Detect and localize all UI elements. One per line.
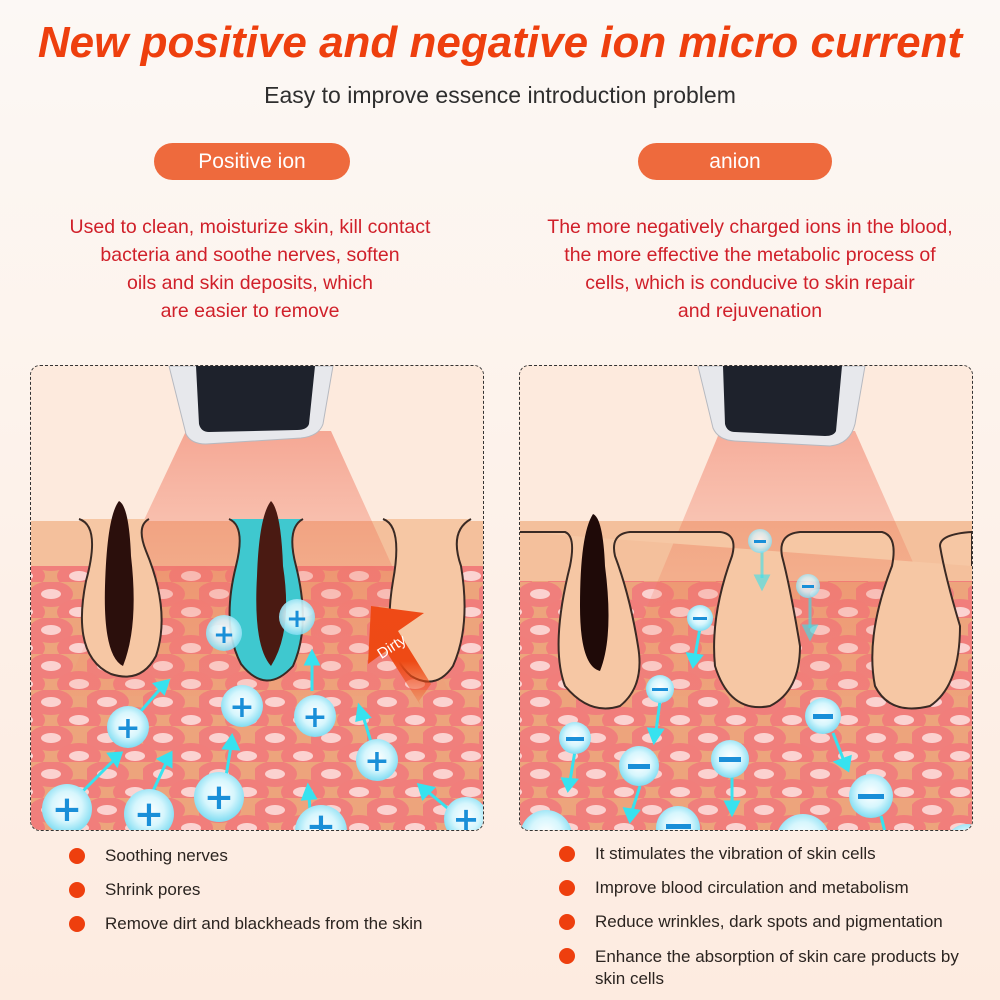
positive-ion-description: Used to clean, moisturize skin, kill con…: [20, 213, 480, 325]
page-title: New positive and negative ion micro curr…: [37, 18, 963, 67]
bullet-dot-icon: [69, 882, 85, 898]
benefit-text: Soothing nerves: [105, 846, 228, 865]
benefit-text: Improve blood circulation and metabolism: [595, 878, 909, 897]
anion-illustration: [519, 365, 973, 831]
svg-text:+: +: [115, 711, 140, 746]
svg-text:+: +: [364, 744, 389, 779]
bullet-dot-icon: [69, 916, 85, 932]
svg-text:+: +: [213, 620, 235, 650]
list-item: Soothing nerves: [69, 846, 489, 880]
svg-text:+: +: [302, 700, 327, 735]
list-item: It stimulates the vibration of skin cell…: [559, 844, 979, 878]
anion-label: anion: [638, 143, 832, 180]
device-head-icon: [168, 366, 334, 445]
benefit-text: Reduce wrinkles, dark spots and pigmenta…: [595, 912, 943, 931]
svg-text:+: +: [286, 604, 308, 634]
benefit-text: Enhance the absorption of skin care prod…: [595, 947, 959, 988]
anion-description: The more negatively charged ions in the …: [505, 213, 995, 325]
positive-ion-icons: + + + + + + + + + + +: [42, 599, 483, 830]
negative-ion-icons: [520, 529, 972, 830]
description-line: are easier to remove: [160, 300, 340, 322]
bullet-dot-icon: [559, 948, 575, 964]
description-line: bacteria and soothe nerves, soften: [100, 244, 400, 266]
positive-ion-label: Positive ion: [154, 143, 350, 180]
page-subtitle: Easy to improve essence introduction pro…: [264, 82, 736, 108]
list-item: Reduce wrinkles, dark spots and pigmenta…: [559, 912, 979, 946]
bullet-dot-icon: [559, 846, 575, 862]
device-head-icon: [697, 366, 866, 447]
svg-text:+: +: [204, 777, 234, 818]
skin-diagram-positive: Dirty + + + + + + + + + + +: [31, 366, 483, 830]
description-line: the more effective the metabolic process…: [564, 244, 936, 266]
bullet-dot-icon: [559, 914, 575, 930]
description-line: and rejuvenation: [677, 300, 823, 322]
svg-text:+: +: [52, 789, 82, 830]
benefit-text: Remove dirt and blackheads from the skin: [105, 914, 423, 933]
svg-text:+: +: [453, 800, 480, 830]
list-item: Enhance the absorption of skin care prod…: [559, 946, 979, 990]
skin-diagram-negative: [520, 366, 972, 830]
bullet-dot-icon: [559, 880, 575, 896]
description-line: The more negatively charged ions in the …: [547, 216, 953, 238]
benefit-text: It stimulates the vibration of skin cell…: [595, 844, 876, 863]
description-line: oils and skin deposits, which: [126, 272, 374, 294]
positive-ion-benefits-list: Soothing nerves Shrink pores Remove dirt…: [69, 846, 489, 948]
description-line: Used to clean, moisturize skin, kill con…: [69, 216, 431, 238]
bullet-dot-icon: [69, 848, 85, 864]
list-item: Remove dirt and blackheads from the skin: [69, 914, 489, 948]
anion-benefits-list: It stimulates the vibration of skin cell…: [559, 844, 979, 990]
benefit-text: Shrink pores: [105, 880, 201, 899]
list-item: Shrink pores: [69, 880, 489, 914]
positive-ion-illustration: Dirty + + + + + + + + + + +: [30, 365, 484, 831]
list-item: Improve blood circulation and metabolism: [559, 878, 979, 912]
svg-text:+: +: [229, 690, 254, 725]
description-line: cells, which is conducive to skin repair: [585, 272, 915, 294]
svg-text:+: +: [306, 806, 336, 830]
svg-text:+: +: [134, 794, 164, 830]
